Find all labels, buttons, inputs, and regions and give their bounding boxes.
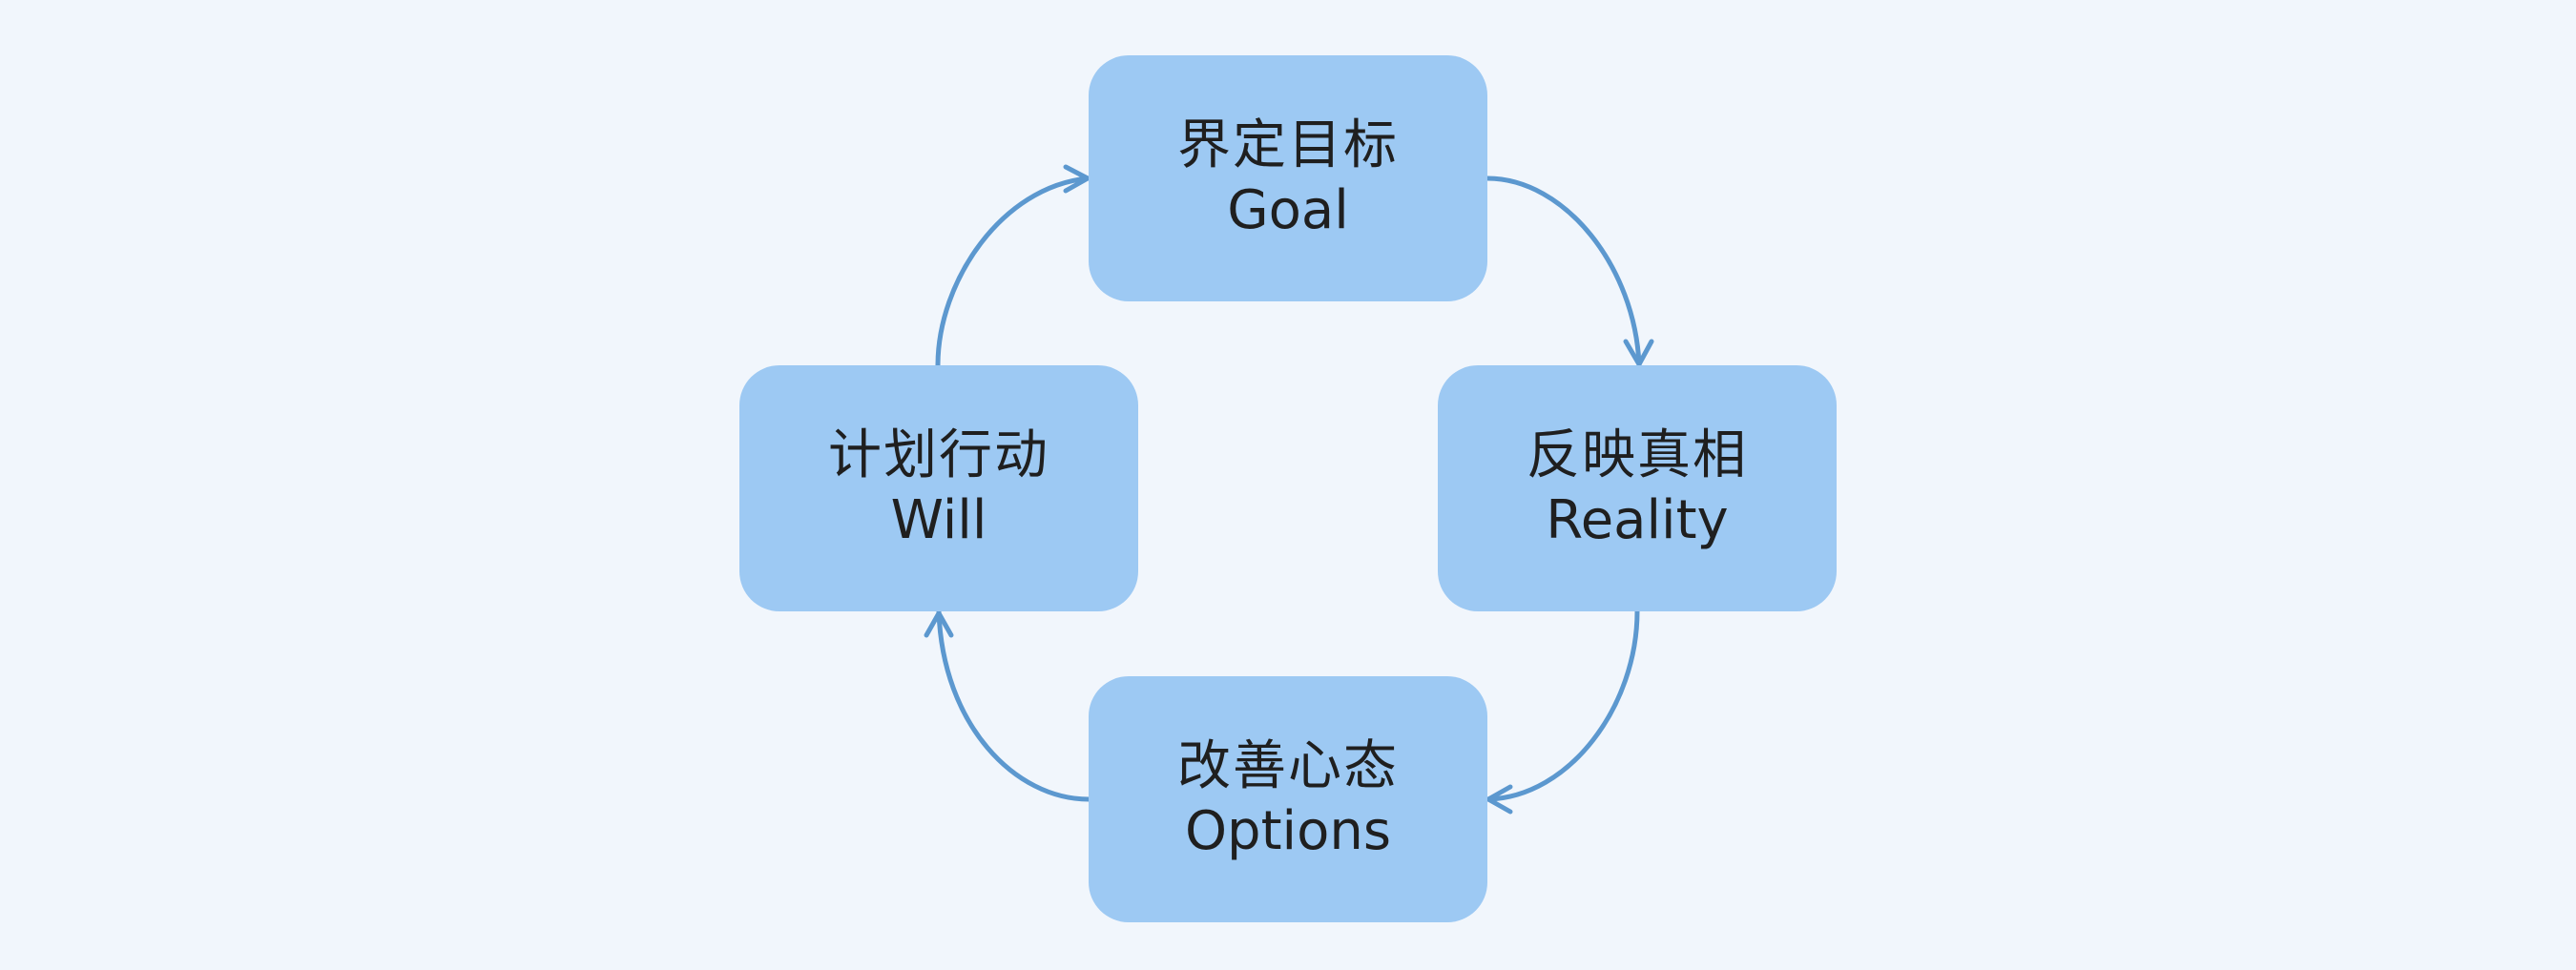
arrow-options-to-will-line [936,609,1091,802]
arrow-options-to-will [924,609,1091,802]
arrow-will-to-goal-line [935,175,1091,368]
node-reality: 反映真相 Reality [1438,365,1837,611]
node-goal: 界定目标 Goal [1089,55,1487,301]
node-goal-en-label: Goal [1227,179,1349,241]
arrow-reality-to-options [1485,609,1640,815]
arrow-reality-to-options-head [1485,784,1513,815]
node-options: 改善心态 Options [1089,676,1487,922]
arrow-options-to-will-head [924,610,954,638]
node-options-cn-label: 改善心态 [1177,735,1399,797]
arrow-reality-to-options-line [1485,609,1640,802]
node-will-cn-label: 计划行动 [828,424,1049,486]
node-reality-cn-label: 反映真相 [1527,424,1748,486]
arrow-will-to-goal [935,164,1091,368]
arrow-will-to-goal-head [1063,164,1091,194]
node-options-en-label: Options [1184,800,1392,862]
arrow-goal-to-reality-line [1485,175,1642,368]
arrow-goal-to-reality [1485,175,1654,368]
node-reality-en-label: Reality [1546,489,1729,551]
node-will: 计划行动 Will [739,365,1138,611]
node-goal-cn-label: 界定目标 [1177,114,1399,176]
node-will-en-label: Will [890,489,987,551]
arrow-goal-to-reality-head [1623,339,1654,367]
